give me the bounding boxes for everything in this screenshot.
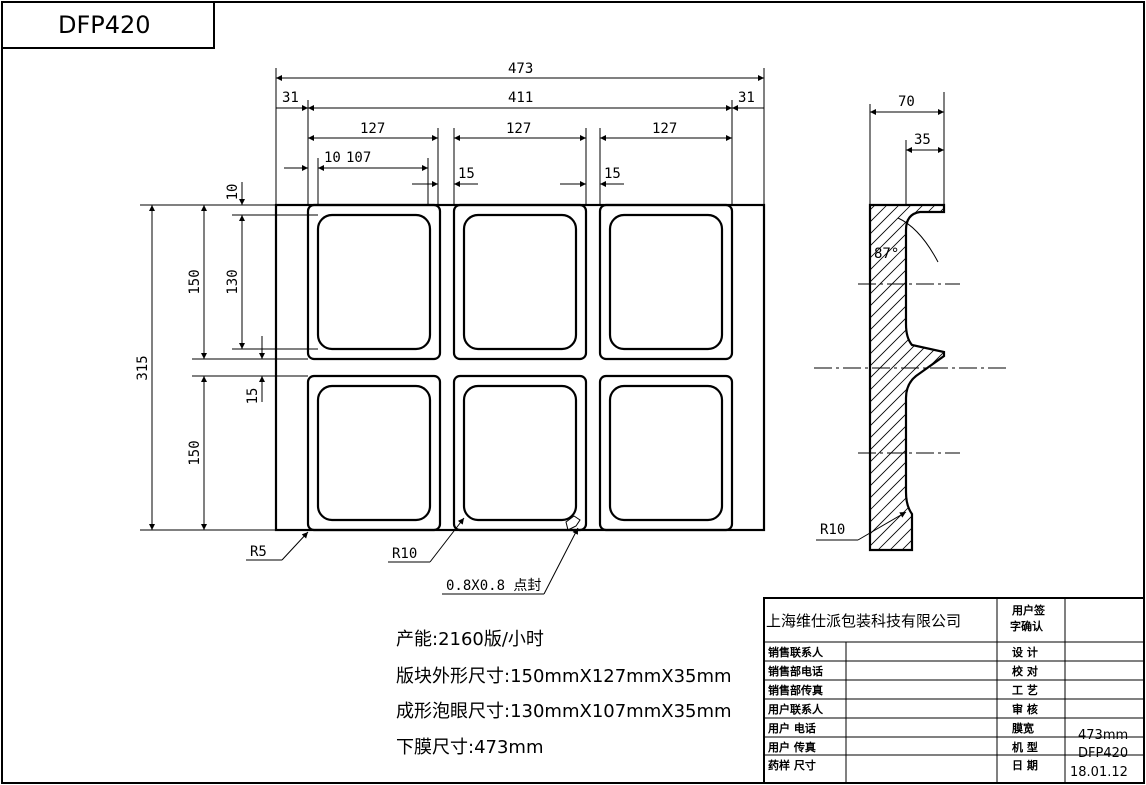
customer-confirm-line1: 用户签 (1012, 603, 1046, 617)
dim-side-width: 70 (898, 94, 915, 110)
customer-confirm-line2: 字确认 (1010, 619, 1044, 633)
date-value: 18.01.12 (1070, 765, 1128, 780)
dim-pitch-3: 127 (652, 121, 677, 137)
dim-total-height: 315 (135, 355, 151, 380)
tb-left-label: 销售联系人 (768, 645, 824, 659)
front-view (274, 203, 766, 532)
cavity-6 (608, 384, 724, 522)
tb-left-label: 销售部传真 (768, 683, 823, 697)
vertical-dimensions: 315 150 150 130 10 15 (135, 182, 318, 531)
callout-side-radius: R10 (820, 522, 845, 538)
tb-mid-label: 校 对 (1012, 664, 1038, 678)
tb-left-label: 药样 尺寸 (768, 758, 816, 772)
forming-block-6 (598, 374, 734, 532)
dim-pitch-1: 127 (360, 121, 385, 137)
dim-block-height-2: 150 (187, 440, 203, 465)
dim-block-height-1: 150 (187, 269, 203, 294)
spec-capacity: 产能:2160版/小时 (396, 629, 544, 650)
plate-outline (274, 203, 766, 532)
radius-callouts: R5 R10 0.8X0.8 点封 (246, 515, 581, 595)
tb-mid-label: 膜宽 (1012, 721, 1034, 735)
dim-gap-2: 15 (604, 166, 621, 182)
forming-block-1 (306, 203, 442, 361)
cavity-5 (462, 384, 578, 522)
spec-block-size: 版块外形尺寸:150mmX127mmX35mm (396, 666, 732, 687)
horizontal-dimensions: 473 411 31 31 127 127 127 10 107 15 15 (275, 61, 765, 205)
company-name: 上海维仕派包装科技有限公司 (766, 612, 961, 630)
forming-block-4 (306, 374, 442, 532)
dim-total-width: 473 (508, 61, 533, 77)
spec-notes: 产能:2160版/小时 版块外形尺寸:150mmX127mmX35mm 成形泡眼… (396, 629, 732, 758)
dim-left-margin: 31 (282, 90, 299, 106)
forming-block-3 (598, 203, 734, 361)
forming-block-2 (452, 203, 588, 361)
dim-row-gap: 15 (245, 388, 261, 405)
tb-left-label: 用户 电话 (768, 721, 816, 735)
cavity-2 (462, 213, 578, 351)
dim-gap-1: 15 (458, 166, 475, 182)
tb-mid-label: 审 核 (1012, 702, 1038, 716)
tb-left-label: 用户 传真 (768, 740, 816, 754)
dim-offset: 10 (324, 150, 341, 166)
spec-film-width: 下膜尺寸:473mm (396, 737, 544, 758)
callout-cavity-radius: R10 (392, 546, 417, 562)
dim-cavity-width: 107 (346, 150, 371, 166)
forming-block-5 (452, 374, 588, 532)
title-tab (1, 1, 215, 49)
cavity-3 (608, 213, 724, 351)
tb-mid-label: 工 艺 (1012, 683, 1038, 697)
tb-mid-label: 日 期 (1012, 758, 1038, 772)
side-profile (868, 203, 946, 552)
tb-left-label: 销售部电话 (768, 664, 823, 678)
cavity-4 (316, 384, 432, 522)
film-width-value: 473mm (1078, 728, 1128, 743)
callout-outer-radius: R5 (250, 544, 267, 560)
dim-inner-width: 411 (508, 90, 533, 106)
dim-cavity-height: 130 (225, 269, 241, 294)
tb-left-label: 用户联系人 (768, 702, 824, 716)
drawing-title: DFP420 (58, 11, 151, 39)
spec-cavity-size: 成形泡眼尺寸:130mmX107mmX35mm (396, 701, 732, 722)
dim-side-depth: 35 (914, 132, 931, 148)
dim-pitch-2: 127 (506, 121, 531, 137)
dim-top-offset: 10 (225, 184, 241, 201)
callout-seal-dot: 0.8X0.8 点封 (446, 578, 541, 594)
model-value: DFP420 (1078, 746, 1128, 761)
dim-draft-angle: 87° (874, 246, 899, 262)
tb-mid-label: 机 型 (1012, 740, 1038, 754)
side-view: 70 35 87° R10 (814, 92, 1010, 552)
cavity-1 (316, 213, 432, 351)
dim-right-margin: 31 (738, 90, 755, 106)
tb-mid-label: 设 计 (1012, 645, 1038, 659)
